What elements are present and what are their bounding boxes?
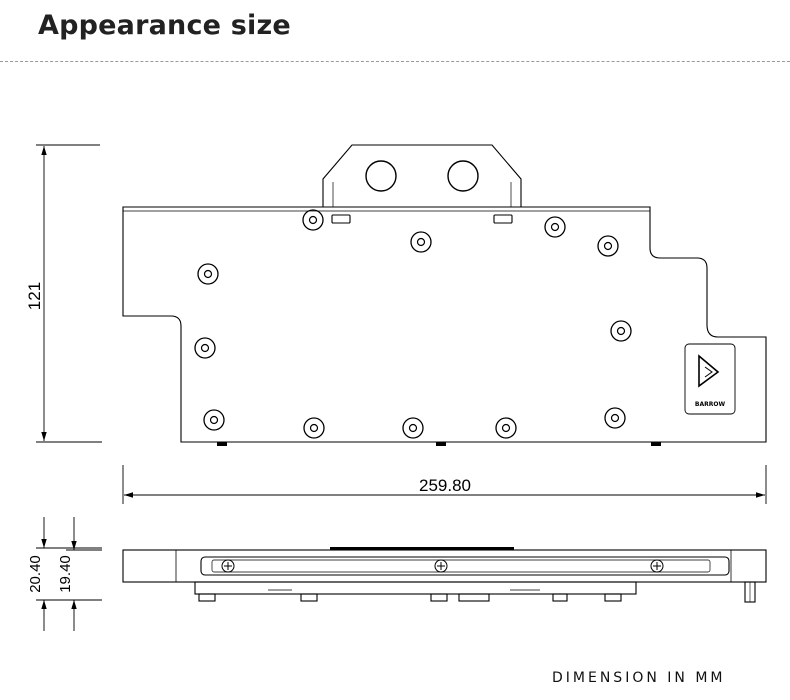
side-backplate — [194, 581, 637, 595]
screw-head-10 — [408, 423, 418, 433]
screw-9 — [303, 417, 325, 439]
side-body-dimension — [66, 517, 102, 631]
terminal-outline — [322, 144, 522, 207]
screw-head-2 — [416, 237, 426, 247]
barrow-logo: BARROW — [684, 343, 736, 415]
screw-head-5 — [203, 269, 213, 279]
screw-10 — [402, 417, 424, 439]
screw-head-4 — [603, 241, 613, 251]
height-dimension — [36, 144, 102, 443]
screw-2 — [410, 231, 432, 253]
width-label: 259.80 — [419, 476, 471, 495]
side-body-label: 19.40 — [57, 555, 74, 593]
screw-head-8 — [209, 415, 219, 425]
screw-head-12 — [610, 413, 620, 423]
screw-head-1 — [308, 215, 318, 225]
port-left — [365, 160, 397, 192]
side-screw-1 — [221, 559, 235, 573]
screw-3 — [544, 216, 566, 238]
header-divider — [0, 61, 790, 62]
side-strip — [200, 556, 730, 576]
width-dimension — [122, 465, 767, 504]
port-right — [447, 160, 479, 192]
screw-8 — [203, 409, 225, 431]
screw-4 — [597, 235, 619, 257]
front-view: BARROW — [122, 144, 767, 446]
side-total-label: 20.40 — [27, 555, 44, 593]
screw-head-9 — [309, 423, 319, 433]
side-view — [122, 547, 767, 603]
screw-head-11 — [501, 423, 511, 433]
clip-left — [331, 214, 351, 224]
block-outline — [122, 206, 767, 443]
screw-7 — [610, 320, 632, 342]
screw-head-7 — [616, 326, 626, 336]
screw-head-3 — [550, 222, 560, 232]
screw-12 — [604, 407, 626, 429]
side-screw-set — [221, 559, 664, 573]
screw-6 — [194, 337, 216, 359]
side-screw-3 — [650, 559, 664, 573]
screw-set — [194, 209, 632, 439]
page-title: Appearance size — [38, 10, 291, 41]
side-screw-2 — [434, 559, 448, 573]
screw-11 — [495, 417, 517, 439]
screw-head-6 — [200, 343, 210, 353]
screw-1 — [302, 209, 324, 231]
side-total-dimension — [36, 517, 102, 631]
units-note: DIMENSION IN MM — [552, 670, 726, 686]
height-label: 121 — [25, 282, 44, 310]
clip-right — [493, 214, 513, 224]
screw-5 — [197, 263, 219, 285]
logo-text: BARROW — [695, 401, 726, 408]
